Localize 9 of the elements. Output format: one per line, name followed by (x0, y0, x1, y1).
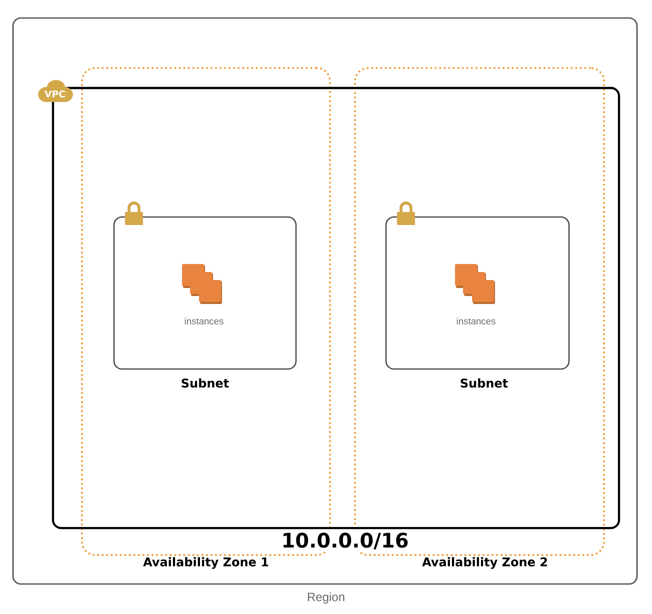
instances-label: instances (456, 318, 496, 324)
subnet-label: Subnet (460, 378, 508, 388)
region-label: Region (308, 592, 344, 604)
zone-label: Availability Zone 1 (143, 557, 268, 569)
zone-label: Availability Zone 2 (422, 557, 547, 569)
cidr-label: 10.0.0.0/16 (280, 531, 410, 551)
subnet-label: Subnet (182, 378, 229, 388)
instances-label: instances (184, 318, 224, 324)
cloud-label: VPC (44, 90, 65, 98)
